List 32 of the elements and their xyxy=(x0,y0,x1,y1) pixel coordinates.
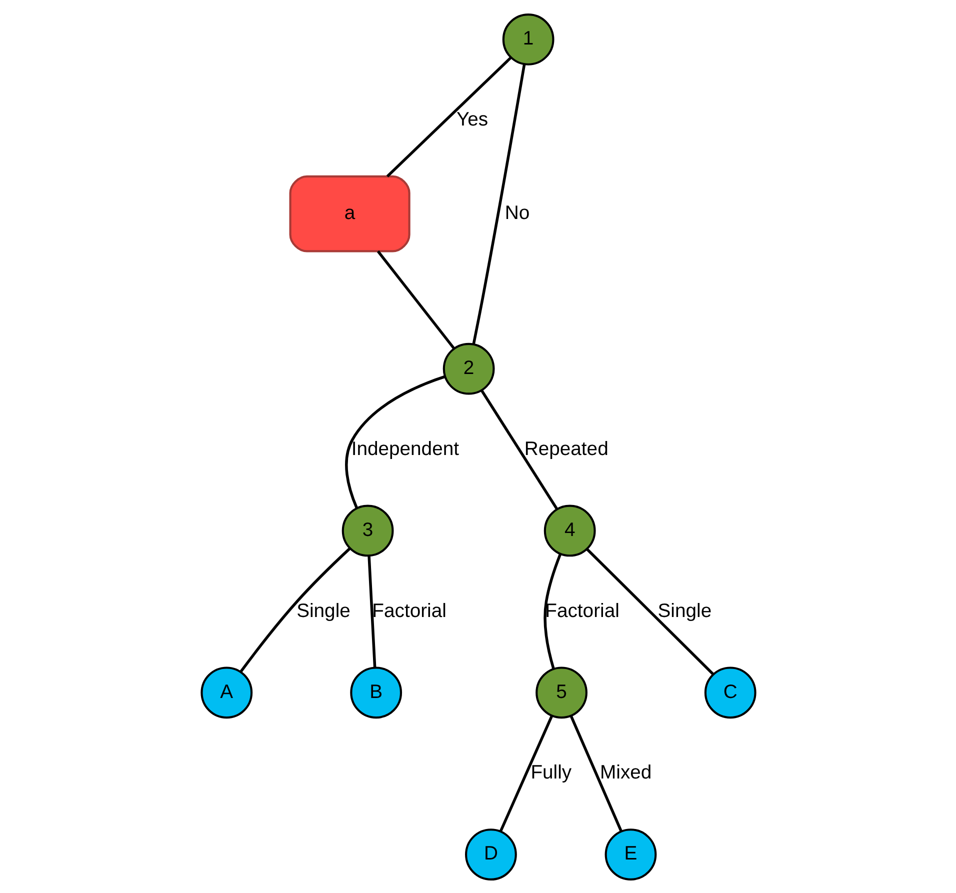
connector xyxy=(480,389,558,510)
edge-label: No xyxy=(504,201,530,224)
edge-label: Factorial xyxy=(372,599,446,622)
node-box: a xyxy=(288,174,410,252)
node-circle: D xyxy=(464,828,516,880)
node-circle: 1 xyxy=(502,13,554,65)
connector xyxy=(386,56,512,177)
node-circle: C xyxy=(704,666,756,718)
node-circle: 5 xyxy=(535,666,587,718)
node-circle: E xyxy=(604,828,656,880)
connector xyxy=(344,374,445,508)
connector xyxy=(472,64,526,344)
connector xyxy=(498,715,552,832)
edge-label: Factorial xyxy=(544,599,619,622)
connector xyxy=(376,250,454,349)
edge-label: Yes xyxy=(456,108,488,130)
connector xyxy=(569,715,622,832)
node-circle: B xyxy=(350,666,402,718)
connector xyxy=(367,556,376,667)
edge-label: Single xyxy=(657,599,712,622)
node-circle: 2 xyxy=(442,342,494,394)
edge-label: Independent xyxy=(350,437,458,460)
node-circle: 3 xyxy=(341,504,394,556)
node-circle: 4 xyxy=(543,504,596,556)
edge-label: Repeated xyxy=(524,437,608,460)
edge-label: Fully xyxy=(530,761,572,784)
connector xyxy=(543,553,562,669)
edge-label: Single xyxy=(296,599,350,622)
connector xyxy=(586,548,714,675)
connector xyxy=(239,547,350,672)
edge-label: Mixed xyxy=(600,761,652,784)
node-circle: A xyxy=(200,666,252,718)
